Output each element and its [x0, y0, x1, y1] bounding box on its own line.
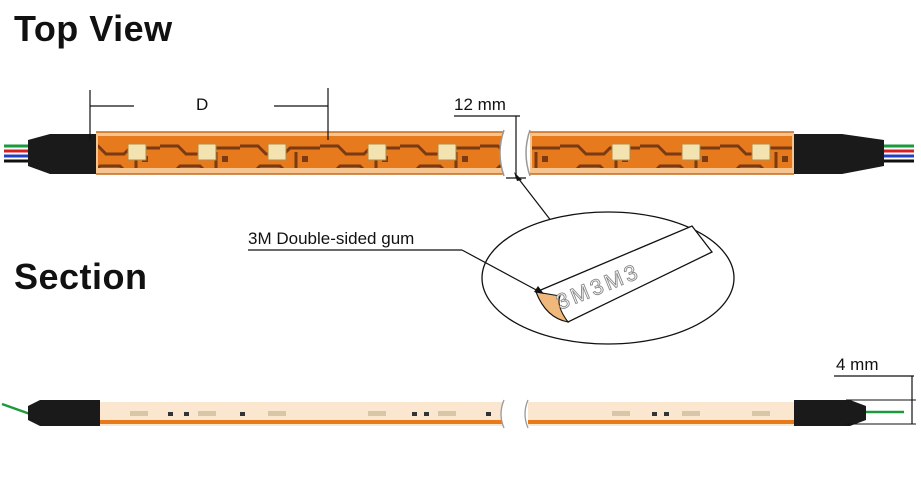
- section-strip-right: [528, 402, 794, 426]
- section-left-end-cap: [28, 400, 100, 426]
- led-chip: [127, 143, 147, 161]
- strip-right-segment: [530, 131, 794, 175]
- section-left-cable: [1, 402, 31, 416]
- section-right-end-cap: [794, 400, 866, 426]
- section-strip-left: [100, 402, 504, 426]
- width-label: 12 mm: [454, 95, 506, 114]
- height-label: 4 mm: [836, 355, 879, 374]
- led-chips: [127, 143, 771, 161]
- led-chip: [751, 143, 771, 161]
- strip-break-left: [499, 129, 505, 177]
- right-end-cap: [794, 134, 884, 174]
- led-chip: [197, 143, 217, 161]
- led-chip: [367, 143, 387, 161]
- left-end-cap: [28, 134, 96, 174]
- detail-callout-arrow: [514, 172, 553, 223]
- section-title: Section: [14, 256, 148, 297]
- tape-detail-view: 3M3M3: [481, 211, 735, 345]
- left-cables: [4, 144, 28, 163]
- led-chip: [267, 143, 287, 161]
- tape-label-group: 3M Double-sided gum: [248, 229, 544, 294]
- tape-label: 3M Double-sided gum: [248, 229, 414, 248]
- top-view-title: Top View: [14, 8, 173, 49]
- pitch-dimension: D: [89, 88, 329, 140]
- strip-left-segment: [96, 131, 504, 175]
- strip-break-right: [525, 129, 531, 177]
- led-chip: [611, 143, 631, 161]
- section-break-right: [524, 399, 529, 429]
- height-dimension: 4 mm: [834, 355, 916, 425]
- right-cables: [884, 144, 914, 163]
- led-chip: [437, 143, 457, 161]
- pitch-label: D: [196, 95, 208, 114]
- led-chip: [681, 143, 701, 161]
- section-break-left: [500, 399, 505, 429]
